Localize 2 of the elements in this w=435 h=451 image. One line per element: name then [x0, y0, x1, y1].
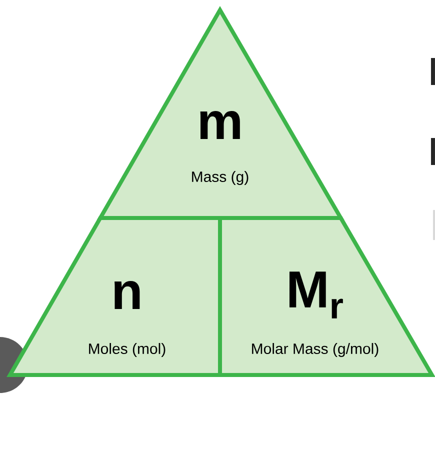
left-section: n Moles (mol) [6, 216, 222, 377]
right-section: M$_{r}$ Molar Mass (g/mol) [218, 216, 435, 377]
